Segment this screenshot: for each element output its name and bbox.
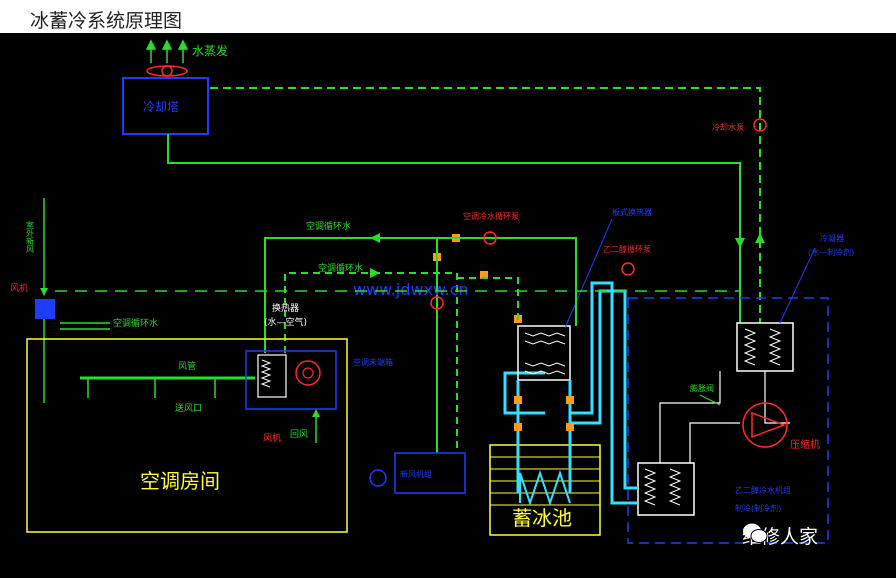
page-title: 冰蓄冷系统原理图 bbox=[30, 10, 183, 32]
ice-tank-pipes bbox=[516, 380, 572, 493]
ac-circ-pump-label: 空调冷水循环泵 bbox=[463, 211, 519, 221]
fresh-air-unit: 新风机组 bbox=[369, 452, 466, 494]
outdoor-air-label: 室外新风 bbox=[26, 220, 35, 254]
brand-watermark: 维修人家 bbox=[742, 522, 818, 549]
refrigerant-label-2: 制冷(制冷剂) bbox=[735, 503, 781, 513]
wechat-icon bbox=[743, 523, 768, 543]
refrigerant-lines bbox=[659, 371, 790, 463]
chiller-boundary bbox=[627, 297, 829, 544]
condenser-label: 冷凝器 bbox=[820, 233, 844, 243]
plate-exchanger-label: 板式换热器 bbox=[612, 207, 652, 217]
fan-bottom-label: 风机 bbox=[263, 432, 281, 444]
cooling-tower: 冷却塔 水蒸发 bbox=[122, 39, 228, 135]
condenser-sub-label: (水—制冷剂) bbox=[808, 247, 854, 257]
system-diagram-svg: 冷却塔 水蒸发 冷却水泵 冷凝器 (水—制冷剂) bbox=[10, 39, 854, 544]
cooling-pump-label: 冷却水泵 bbox=[712, 122, 744, 132]
ac-circ-pump: 空调冷水循环泵 bbox=[430, 211, 519, 310]
glycol-pipes bbox=[503, 281, 638, 505]
ice-tank: 蓄冰池 bbox=[489, 444, 601, 536]
watermark: www.jdwxw.cn bbox=[353, 280, 469, 299]
air-duct-label: 风管 bbox=[178, 360, 196, 372]
compressor: 压缩机 bbox=[742, 402, 820, 451]
return-air-label: 回风 bbox=[290, 429, 308, 440]
fan-left-label: 风机 bbox=[10, 282, 28, 294]
compressor-label: 压缩机 bbox=[790, 438, 820, 451]
glycol-pump-label: 乙二醇循环泵 bbox=[603, 244, 651, 254]
ac-room bbox=[26, 338, 348, 533]
throttle-valve-label: 膨胀阀 bbox=[690, 383, 714, 393]
ac-water-label-1: 空调循环水 bbox=[306, 220, 351, 232]
air-duct: 风管 送风口 bbox=[80, 360, 255, 414]
plate-exchanger: 板式换热器 bbox=[517, 207, 652, 381]
glycol-pump: 乙二醇循环泵 bbox=[603, 244, 651, 276]
air-handling-unit: 换热器 (水—空气) 空调末端箱 风机 回风 bbox=[245, 302, 393, 444]
room-label: 空调房间 bbox=[140, 469, 220, 493]
vapor-arrows bbox=[145, 39, 189, 63]
evaporator bbox=[637, 462, 695, 516]
cooling-tower-label: 冷却塔 bbox=[143, 100, 179, 114]
fresh-air-unit-label: 新风机组 bbox=[400, 469, 432, 479]
ac-unit-label: 空调末端箱 bbox=[353, 357, 393, 367]
heat-exchanger-label: 换热器 bbox=[272, 302, 299, 314]
diagram-canvas: 冷却塔 水蒸发 冷却水泵 冷凝器 (水—制冷剂) bbox=[0, 33, 896, 578]
water-air-label: (水—空气) bbox=[264, 316, 307, 328]
throttle-valve: 膨胀阀 bbox=[690, 383, 721, 406]
cooling-pump: 冷却水泵 bbox=[712, 118, 767, 132]
supply-outlet-label: 送风口 bbox=[175, 402, 202, 414]
water-vapor-label: 水蒸发 bbox=[192, 43, 228, 58]
ac-water-pipes bbox=[264, 237, 577, 453]
ice-tank-label: 蓄冰池 bbox=[512, 506, 572, 530]
ac-water-label-2: 空调循环水 bbox=[318, 262, 363, 274]
refrigerant-label-1: 乙二醇冷水机组 bbox=[735, 485, 791, 495]
ac-water-label-3: 空调循环水 bbox=[113, 317, 158, 329]
condenser: 冷凝器 (水—制冷剂) bbox=[736, 233, 854, 372]
fresh-air-inlet: 室外新风 风机 bbox=[10, 198, 55, 319]
